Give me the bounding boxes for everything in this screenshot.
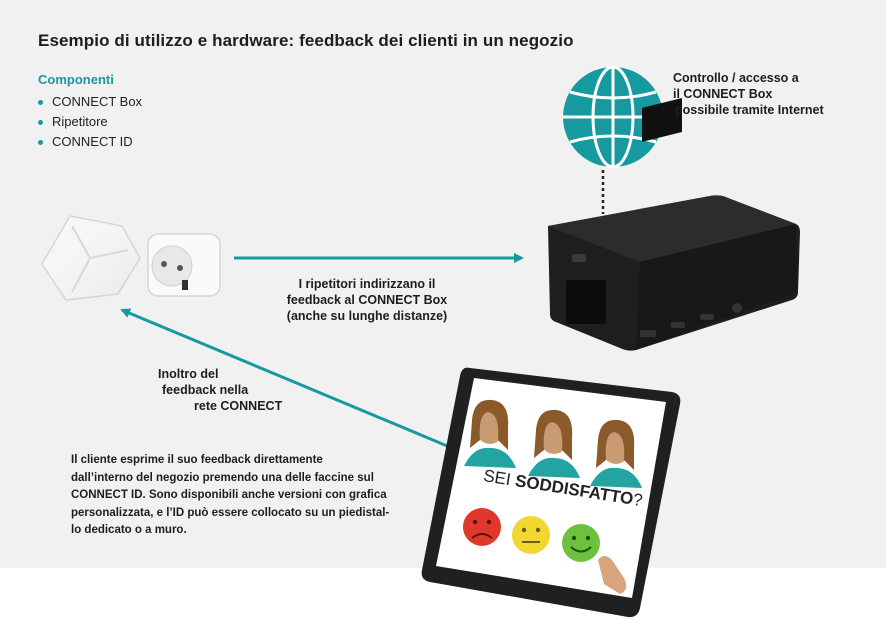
pointing-hand-icon <box>598 556 627 594</box>
component-item: Ripetitore <box>38 112 142 132</box>
connect-id-device <box>421 367 681 618</box>
neutral-face-icon[interactable] <box>512 516 550 554</box>
happy-face-icon[interactable] <box>562 524 600 562</box>
component-item: CONNECT ID <box>38 132 142 152</box>
forward-caption: Inoltro del feedback nella rete CONNECT <box>158 367 283 413</box>
components-list: CONNECT Box Ripetitore CONNECT ID <box>38 92 142 152</box>
face-photo-3 <box>590 419 642 488</box>
arrow-to-repeater <box>120 308 453 450</box>
face-photo-2 <box>528 409 580 478</box>
bullet-dot <box>38 120 43 125</box>
components-heading: Componenti <box>38 72 114 87</box>
connect-box-device <box>548 97 800 351</box>
bullet-dot <box>38 140 43 145</box>
face-photo-1 <box>464 399 516 468</box>
sad-face-icon[interactable] <box>463 508 501 546</box>
customer-caption: Il cliente esprime il suo feedback diret… <box>71 454 390 536</box>
repeater-plug-device <box>147 233 221 297</box>
repeater-hex-device <box>41 215 141 301</box>
bullet-dot <box>38 100 43 105</box>
component-item: CONNECT Box <box>38 92 142 112</box>
internet-control-caption: Controllo / accesso a il CONNECT Box pos… <box>673 71 824 117</box>
repeaters-caption: I ripetitori indirizzano il feedback al … <box>286 277 448 323</box>
page-title: Esempio di utilizzo e hardware: feedback… <box>38 31 574 50</box>
